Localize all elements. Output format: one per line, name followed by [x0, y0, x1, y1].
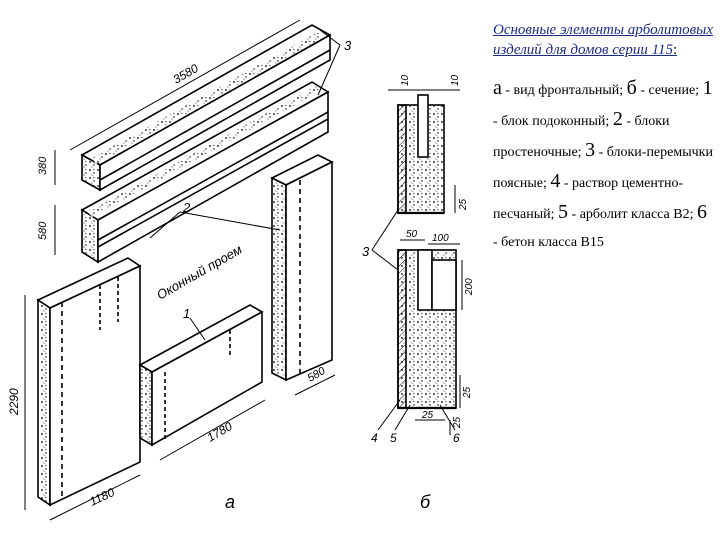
dimension-lines-front	[24, 19, 336, 521]
construction-drawing: 3580 380 580 2290 1180 1780 580 Оконный …	[7, 19, 475, 521]
callout-6: 6	[453, 431, 460, 445]
sill-block	[138, 304, 264, 447]
sec-dim-200: 200	[464, 278, 475, 296]
legend-key-3: 3	[585, 139, 596, 161]
callout-3-section: 3	[362, 244, 370, 259]
section-dimension-lines	[371, 89, 463, 435]
legend-key-4: 4	[550, 170, 561, 192]
section-lower	[397, 249, 457, 410]
figure-caption: Основные элементы арболитовых изделий дл…	[493, 20, 715, 257]
caption-title-colon: :	[672, 42, 678, 58]
dim-window-width: 1780	[205, 419, 235, 445]
legend-key-1: 1	[702, 77, 713, 99]
legend-text-5: - арболит класса В2;	[568, 207, 697, 222]
window-opening-label: Оконный проем	[154, 242, 245, 303]
callout-leaders	[149, 29, 341, 341]
legend-text-4: - раствор цементно-песчаный;	[493, 176, 684, 222]
section-upper	[397, 94, 445, 215]
sec-dim-25-d: 25	[452, 416, 463, 429]
caption-title: Основные элементы арболитовых изделий дл…	[493, 20, 715, 60]
pier-block-right	[270, 154, 334, 382]
legend-key-b: б	[626, 77, 637, 99]
sec-dim-10-right: 10	[450, 74, 461, 86]
lintel-block-top	[80, 24, 332, 192]
legend-key-5: 5	[558, 201, 569, 223]
view-a-label: а	[225, 492, 235, 512]
sec-dim-25-a: 25	[458, 198, 469, 211]
callout-2: 2	[182, 200, 191, 215]
legend-text-2: - блоки простеночные;	[493, 114, 670, 160]
caption-title-text: Основные элементы арболитовых изделий дл…	[493, 22, 713, 58]
legend-text-1: - блок подоконный;	[493, 114, 613, 129]
sec-dim-10-left: 10	[400, 74, 411, 86]
sec-dim-100: 100	[432, 233, 449, 244]
legend-key-2: 2	[612, 108, 623, 130]
callout-5: 5	[390, 431, 397, 445]
sec-dim-25-c: 25	[421, 410, 434, 421]
dim-top-length: 3580	[171, 61, 201, 87]
dim-top-height: 380	[37, 156, 49, 175]
pier-block-left	[36, 257, 142, 507]
legend-text-6: - бетон класса В15	[493, 235, 604, 250]
dim-mid-height: 580	[37, 221, 49, 240]
legend-key-6: 6	[696, 201, 707, 223]
lintel-block-middle	[80, 81, 330, 264]
callout-3-top: 3	[344, 38, 352, 53]
legend-key-a: а	[493, 77, 502, 99]
callout-4: 4	[371, 431, 378, 445]
view-b-label: б	[420, 492, 431, 512]
sec-dim-50: 50	[406, 229, 418, 240]
dim-pier-height: 2290	[7, 388, 21, 416]
legend-text-a: - вид фронтальный;	[501, 83, 627, 98]
sec-dim-25-b: 25	[462, 386, 473, 399]
callout-1: 1	[183, 306, 190, 321]
legend-text-3: - блоки-перемычки поясные;	[493, 145, 713, 191]
legend-text-b: - сечение;	[636, 83, 703, 98]
caption-legend: а - вид фронтальный; б - сечение; 1 - бл…	[493, 74, 715, 257]
